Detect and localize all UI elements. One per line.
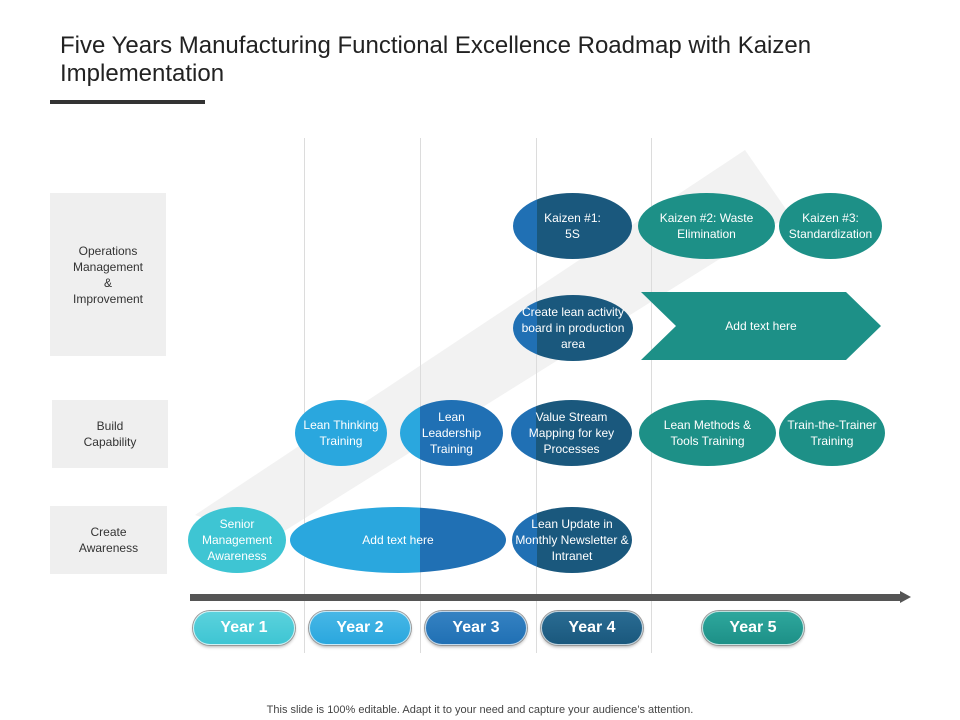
row-label-awareness-text: Create Awareness	[78, 525, 139, 555]
grid-line	[536, 138, 537, 653]
year-2-button[interactable]: Year 2	[309, 611, 411, 645]
title-underline	[50, 100, 205, 104]
footer-note: This slide is 100% editable. Adapt it to…	[266, 704, 694, 716]
year-5-button[interactable]: Year 5	[702, 611, 804, 645]
node-value-stream: Value Stream Mapping for key Processes	[511, 400, 632, 466]
year-4-button[interactable]: Year 4	[541, 611, 643, 645]
node-lean-thinking: Lean Thinking Training	[295, 400, 387, 466]
node-lean-leadership: Lean Leadership Training	[400, 400, 503, 466]
node-kaizen-2: Kaizen #2: Waste Elimination	[638, 193, 775, 259]
grid-line	[651, 138, 652, 653]
row-label-awareness: Create Awareness	[50, 506, 167, 574]
row-label-build: Build Capability	[52, 400, 168, 468]
row-label-build-text: Build Capability	[83, 419, 137, 449]
grid-line	[420, 138, 421, 653]
node-lean-board: Create lean activity board in production…	[513, 295, 633, 361]
ops-chevron-banner	[641, 292, 881, 360]
year-3-button[interactable]: Year 3	[425, 611, 527, 645]
row-label-operations-text: Operations Management & Improvement	[72, 243, 144, 306]
row-label-operations: Operations Management & Improvement	[50, 193, 166, 356]
node-lean-methods: Lean Methods & Tools Training	[639, 400, 776, 466]
ops-banner-text: Add text here	[725, 319, 797, 333]
node-newsletter: Lean Update in Monthly Newsletter & Intr…	[512, 507, 632, 573]
node-kaizen-3: Kaizen #3: Standardization	[779, 193, 882, 259]
timeline-arrow	[190, 594, 902, 601]
timeline-arrowhead	[900, 591, 911, 603]
node-senior-mgmt: Senior Management Awareness	[188, 507, 286, 573]
year-1-button[interactable]: Year 1	[193, 611, 295, 645]
grid-line	[304, 138, 305, 653]
node-awareness-bar: Add text here	[290, 507, 506, 573]
node-kaizen-1: Kaizen #1: 5S	[513, 193, 632, 259]
page-title: Five Years Manufacturing Functional Exce…	[60, 32, 812, 87]
node-train-trainer: Train-the-Trainer Training	[779, 400, 885, 466]
